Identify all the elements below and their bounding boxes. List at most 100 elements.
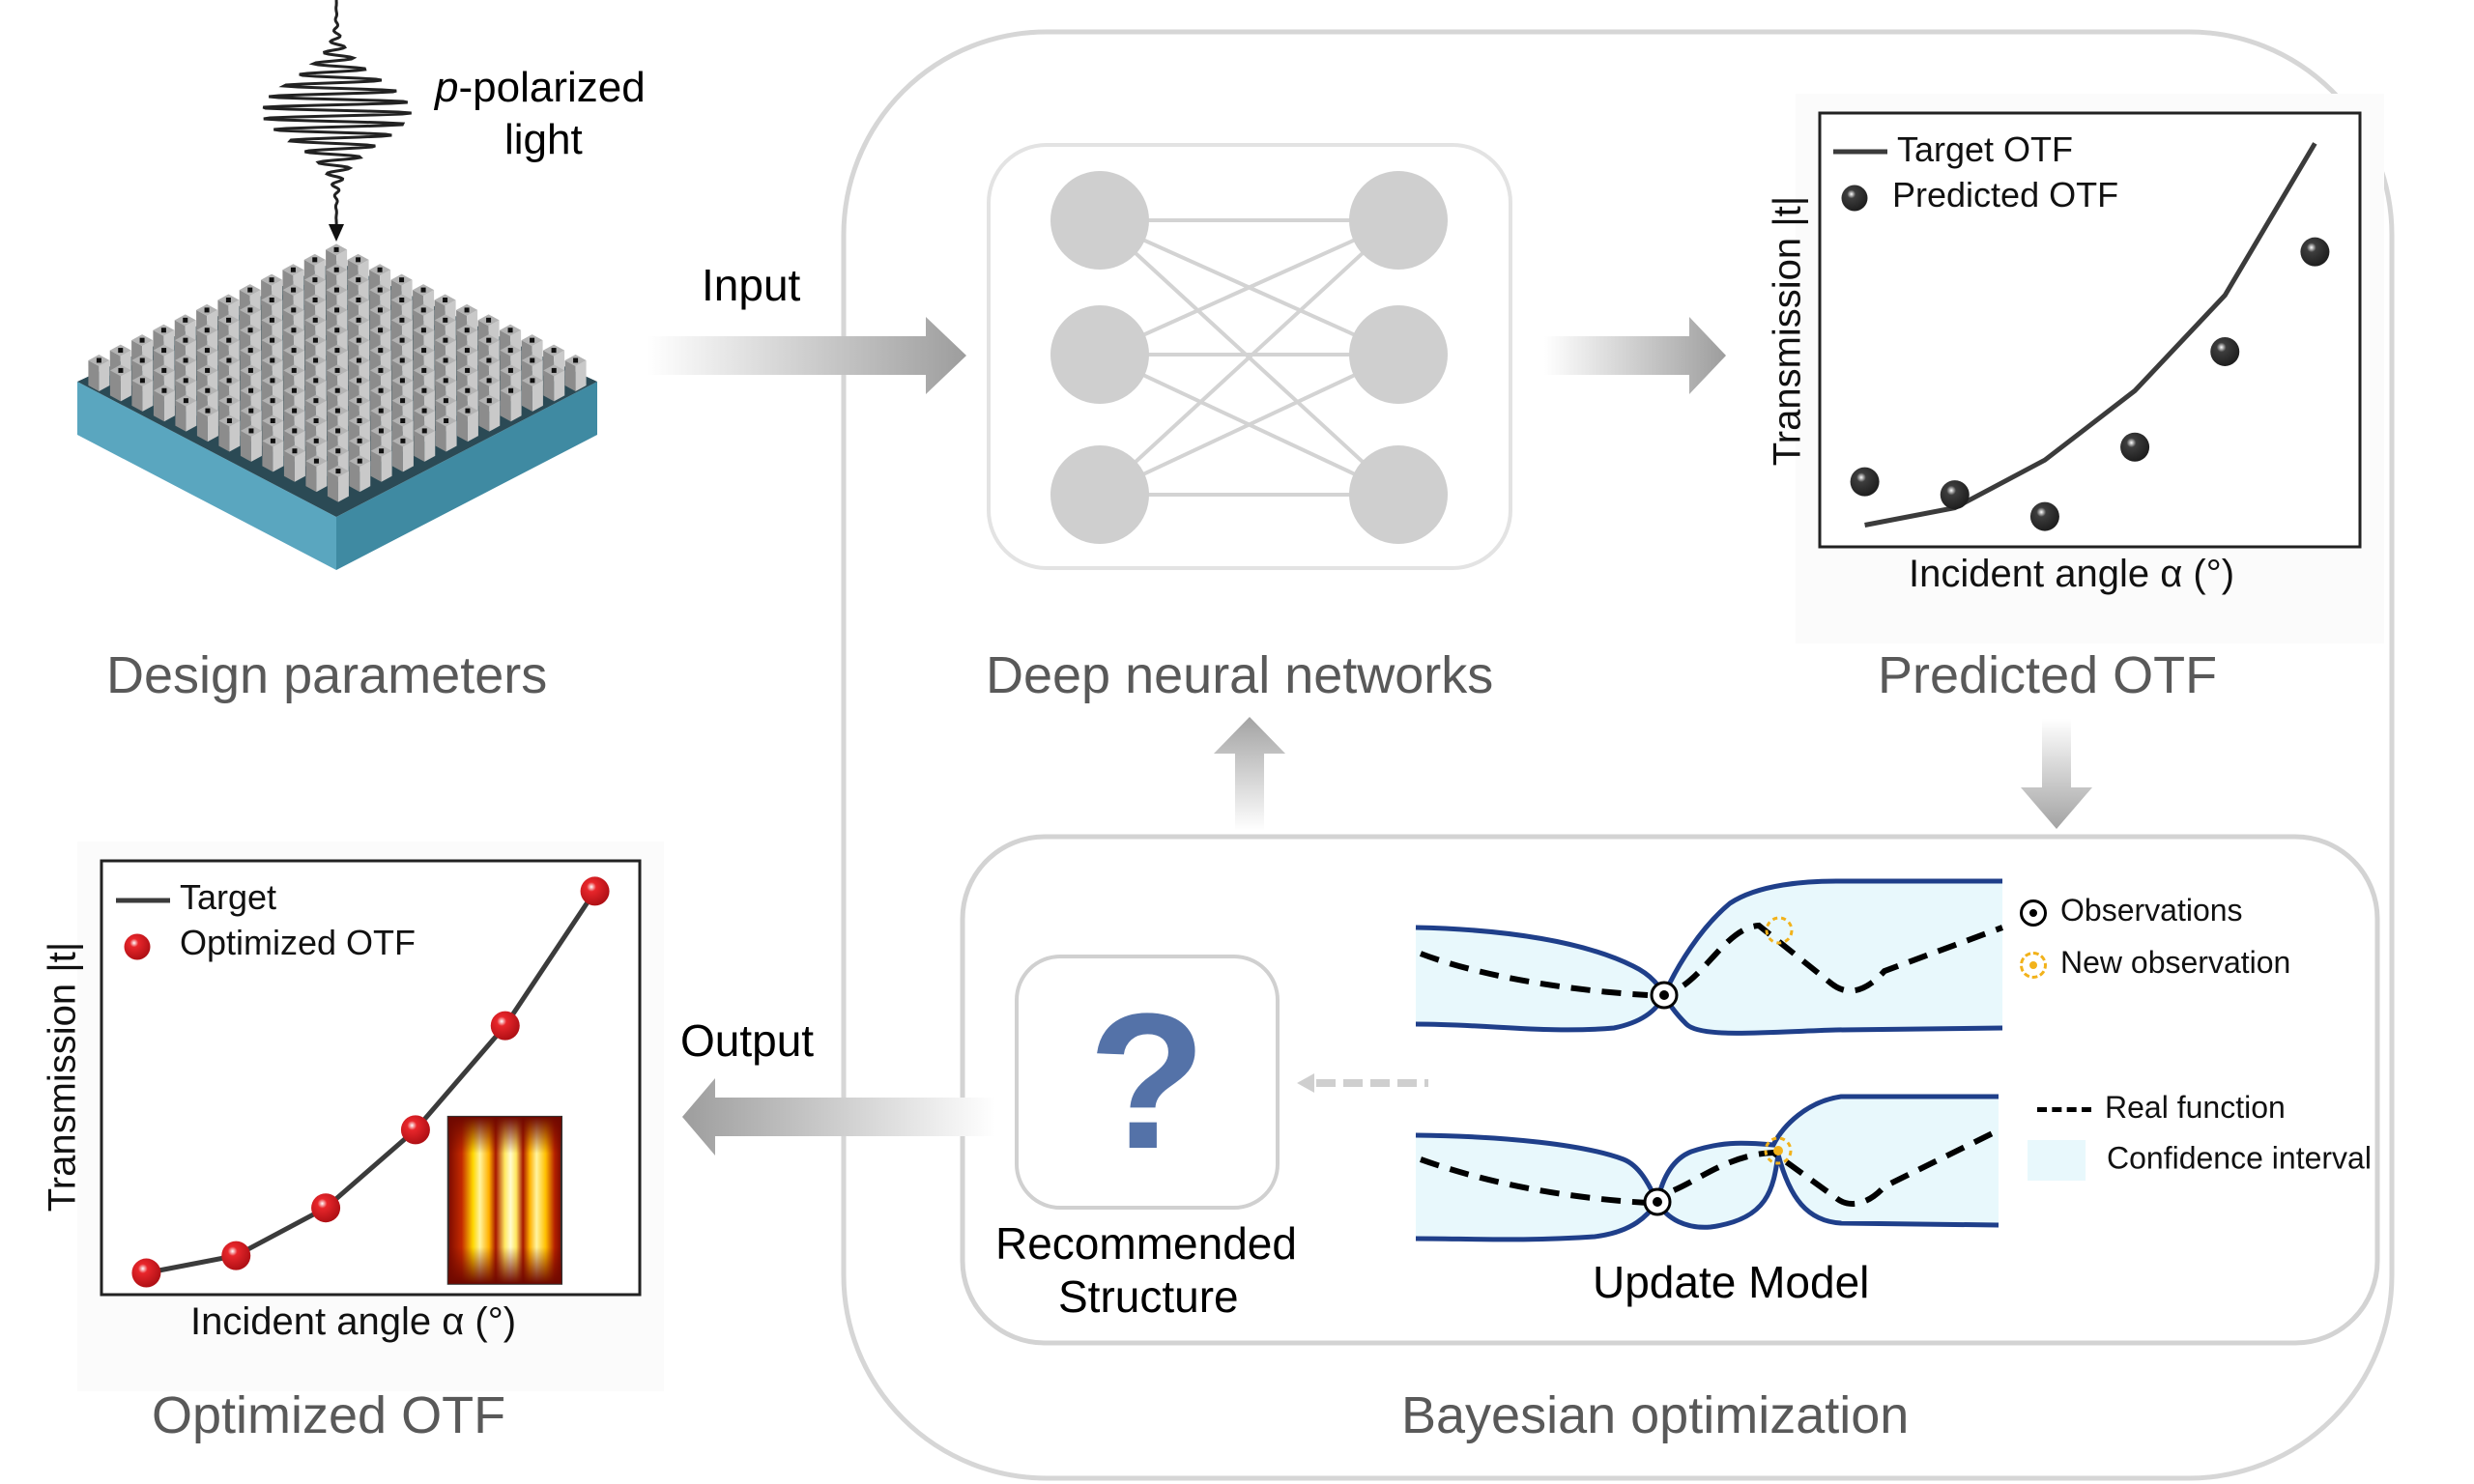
- pillar-hole: [204, 348, 210, 354]
- metasurface-structure: [77, 243, 597, 570]
- pillar-hole: [333, 287, 339, 293]
- update-model-label: Update Model: [1593, 1257, 1870, 1307]
- pillar-side: [131, 380, 143, 412]
- pillar-side: [186, 400, 197, 432]
- pillar-hole: [357, 418, 362, 423]
- pillar-hole: [312, 317, 318, 323]
- data-point: [1940, 480, 1970, 510]
- pillar-side: [467, 411, 478, 442]
- data-point: [221, 1241, 251, 1270]
- data-point: [2300, 237, 2330, 267]
- pillar-hole: [290, 267, 296, 272]
- question-mark-icon: ?: [1087, 974, 1207, 1189]
- pillar-hole: [226, 317, 232, 323]
- pillar-hole: [269, 317, 274, 323]
- recommended-line2: Structure: [1058, 1271, 1239, 1322]
- data-point: [400, 1115, 430, 1145]
- pillar-hole: [160, 328, 166, 333]
- pillar-hole: [486, 337, 492, 343]
- pillar-hole: [292, 408, 298, 414]
- caption-optimized-otf: Optimized OTF: [152, 1386, 506, 1444]
- pillar-hole: [377, 267, 383, 272]
- pillar-side: [575, 360, 587, 391]
- pillar-hole: [334, 367, 340, 373]
- input-arrow: [647, 317, 966, 394]
- pillar-hole: [421, 428, 427, 434]
- legend-new-observation: New observation: [2020, 945, 2290, 981]
- predicted-legend-target: Target OTF: [1897, 129, 2074, 169]
- pillar-hole: [443, 298, 448, 302]
- pillar-hole: [183, 378, 188, 384]
- pillar-hole: [357, 458, 362, 464]
- field-map-inset-shade: [447, 1116, 562, 1284]
- pillar-hole: [507, 328, 513, 333]
- input-label: Input: [702, 260, 801, 310]
- pillar-hole: [573, 357, 579, 363]
- pillar-hole: [225, 298, 231, 302]
- pillar-hole: [357, 438, 362, 443]
- observation-dot: [1653, 1197, 1662, 1207]
- optimized-chart-xlabel: Incident angle α (°): [190, 1300, 516, 1344]
- optimized-legend-target: Target: [180, 877, 277, 917]
- pillar-hole: [443, 357, 448, 363]
- pillar-hole: [139, 378, 145, 384]
- polarized-text: -polarized: [458, 64, 646, 111]
- pillar-hole: [226, 337, 232, 343]
- pillar-hole: [530, 378, 535, 384]
- pillar-side: [305, 461, 317, 493]
- up-arrow: [1214, 717, 2092, 831]
- pillar-hole: [204, 307, 210, 313]
- pillar-side: [381, 450, 392, 482]
- pillar-hole: [356, 298, 361, 302]
- pillar-hole: [312, 257, 318, 263]
- pillar-hole: [465, 408, 471, 414]
- pillar-hole: [161, 367, 167, 373]
- pillar-side: [316, 461, 328, 493]
- pillar-hole: [335, 448, 341, 454]
- xlabel-text: Incident angle α (°): [190, 1300, 517, 1343]
- pillar-side: [564, 360, 576, 391]
- observation-marker-icon: [2020, 899, 2047, 927]
- pillar-side: [360, 461, 371, 493]
- pillar-side: [153, 390, 164, 422]
- caption-predicted-otf: Predicted OTF: [1878, 646, 2218, 704]
- observations-text: Observations: [2060, 893, 2243, 928]
- pillar-hole: [269, 298, 274, 302]
- lower-bound-line: [1415, 1154, 1999, 1242]
- pillar-hole: [270, 438, 275, 443]
- pillar-hole: [356, 257, 361, 263]
- pillar-side: [283, 450, 295, 482]
- pillar-hole: [421, 408, 427, 414]
- pillar-hole: [313, 438, 319, 443]
- upper-bound-line: [1415, 1094, 1999, 1210]
- pillar-hole: [205, 408, 211, 414]
- pillar-hole: [378, 387, 384, 393]
- pillar-side: [218, 420, 230, 452]
- pillar-side: [349, 461, 360, 493]
- pillar-hole: [356, 357, 361, 363]
- pillar-hole: [443, 317, 448, 323]
- target-line: [1864, 142, 2317, 528]
- pillar-hole: [420, 287, 426, 293]
- pillar-hole: [226, 357, 232, 363]
- pillar-hole: [399, 337, 405, 343]
- pillar-hole: [377, 307, 383, 313]
- pillar-hole: [183, 337, 188, 343]
- pillar-side: [109, 370, 121, 402]
- pillar-hole: [400, 438, 406, 443]
- pillar-side: [478, 400, 490, 432]
- pillar-hole: [96, 357, 101, 363]
- pillar-hole: [399, 317, 405, 323]
- pillar-hole: [464, 307, 470, 313]
- pillar-side: [424, 430, 436, 462]
- pillar-hole: [291, 367, 297, 373]
- pillar-hole: [399, 378, 405, 384]
- confidence-band: [1416, 1097, 1999, 1240]
- pillar-side: [262, 441, 273, 472]
- pillar-hole: [508, 387, 514, 393]
- pillar-hole: [377, 287, 383, 293]
- pillar-hole: [291, 387, 297, 393]
- legend-confidence-interval: Confidence interval: [2028, 1140, 2372, 1181]
- pillar-hole: [226, 418, 232, 423]
